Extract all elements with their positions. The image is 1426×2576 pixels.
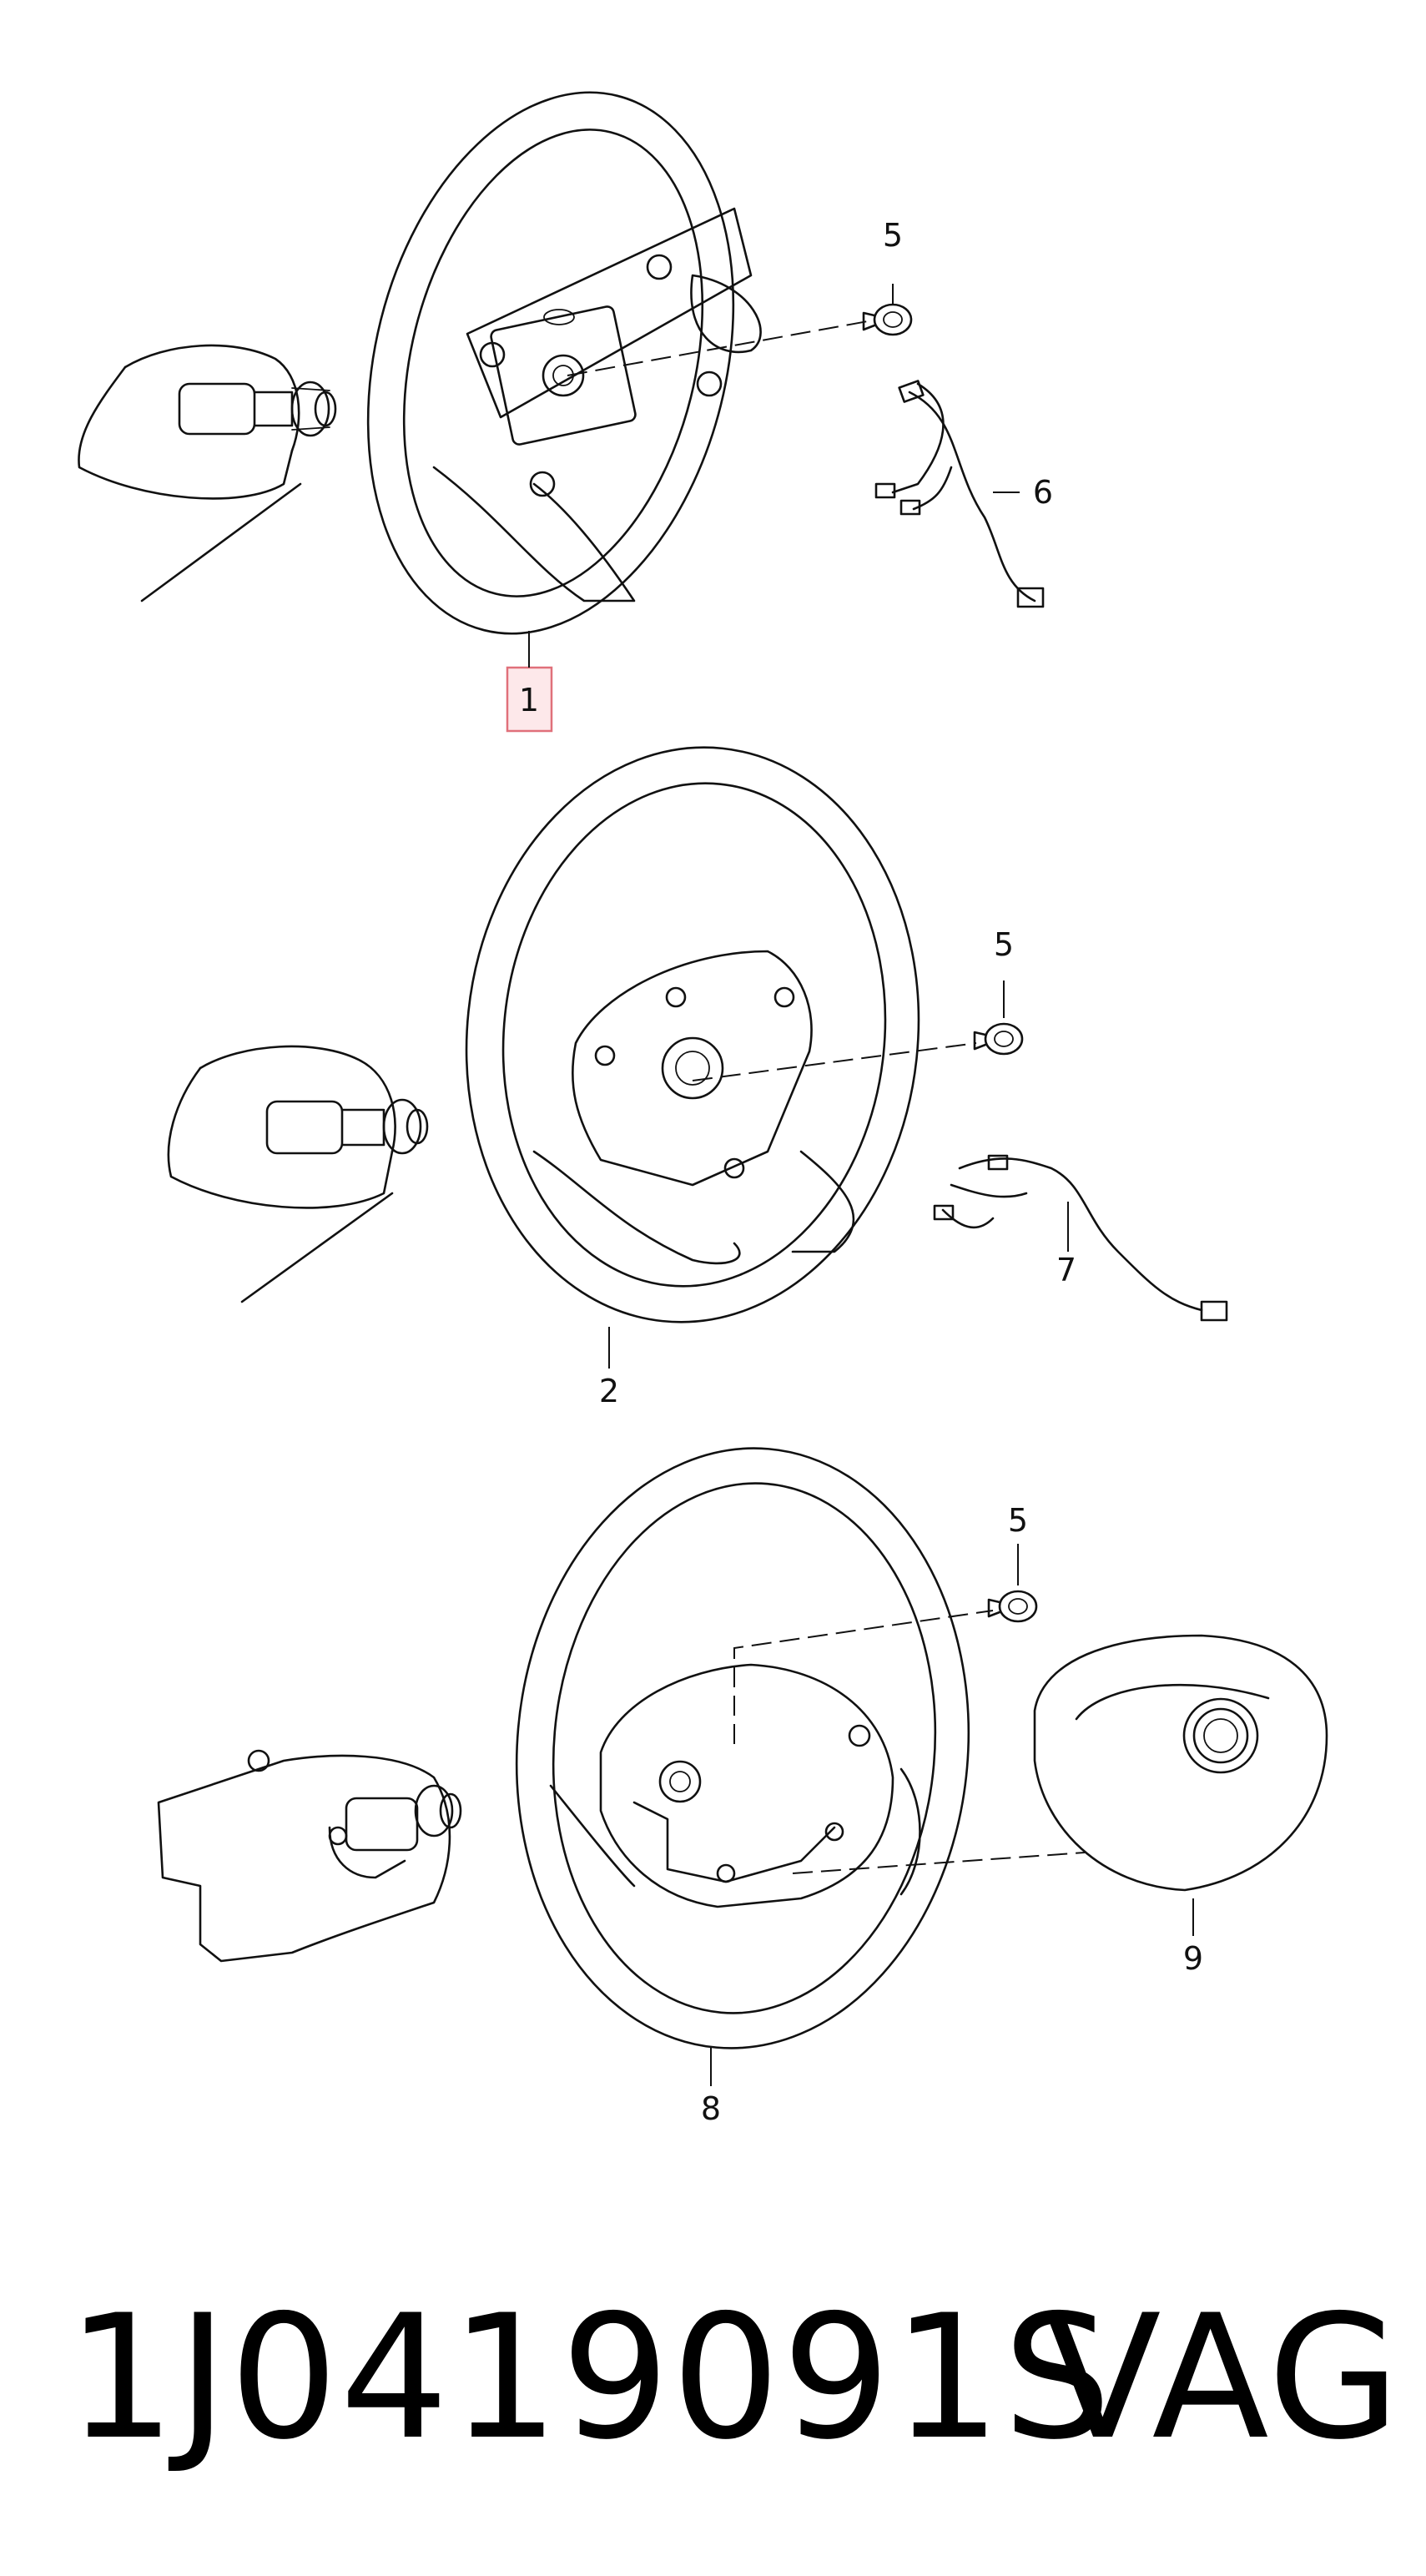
callout-5c: 5 — [1008, 1502, 1028, 1539]
steering-wheel-8 — [515, 1447, 970, 2049]
steering-wheel-2-assembly — [167, 746, 1228, 1323]
steering-wheel-3-assembly — [157, 1447, 1328, 2049]
part-number: 1J0419091S — [67, 2279, 1114, 2478]
bolt-5-b — [973, 1022, 1024, 1056]
callout-5a: 5 — [883, 217, 903, 254]
steering-column-3 — [157, 1749, 462, 1963]
callout-9: 9 — [1183, 1940, 1203, 1977]
bolt-5-a — [862, 303, 913, 336]
wiring-harness-7 — [933, 1154, 1228, 1322]
steering-column-2 — [167, 1045, 429, 1303]
wiring-harness-6 — [874, 380, 1045, 608]
callout-2: 2 — [599, 1373, 619, 1409]
steering-wheel-1 — [366, 91, 762, 635]
callout-7: 7 — [1056, 1252, 1076, 1288]
steering-wheel-1-assembly — [78, 91, 1045, 635]
airbag-module-9 — [1033, 1634, 1328, 1892]
steering-wheel-2 — [465, 746, 920, 1323]
callout-6: 6 — [1033, 474, 1053, 511]
steering-column-1 — [78, 344, 337, 602]
bolt-5-c — [987, 1590, 1038, 1623]
callout-5b: 5 — [994, 926, 1014, 963]
callout-8: 8 — [701, 2090, 721, 2127]
part-label: 1J0419091S VAG — [33, 2286, 1402, 2470]
highlight-box-1 — [506, 666, 553, 733]
brand-name: VAG — [1044, 2279, 1402, 2478]
callout-1: 1 — [519, 682, 539, 718]
